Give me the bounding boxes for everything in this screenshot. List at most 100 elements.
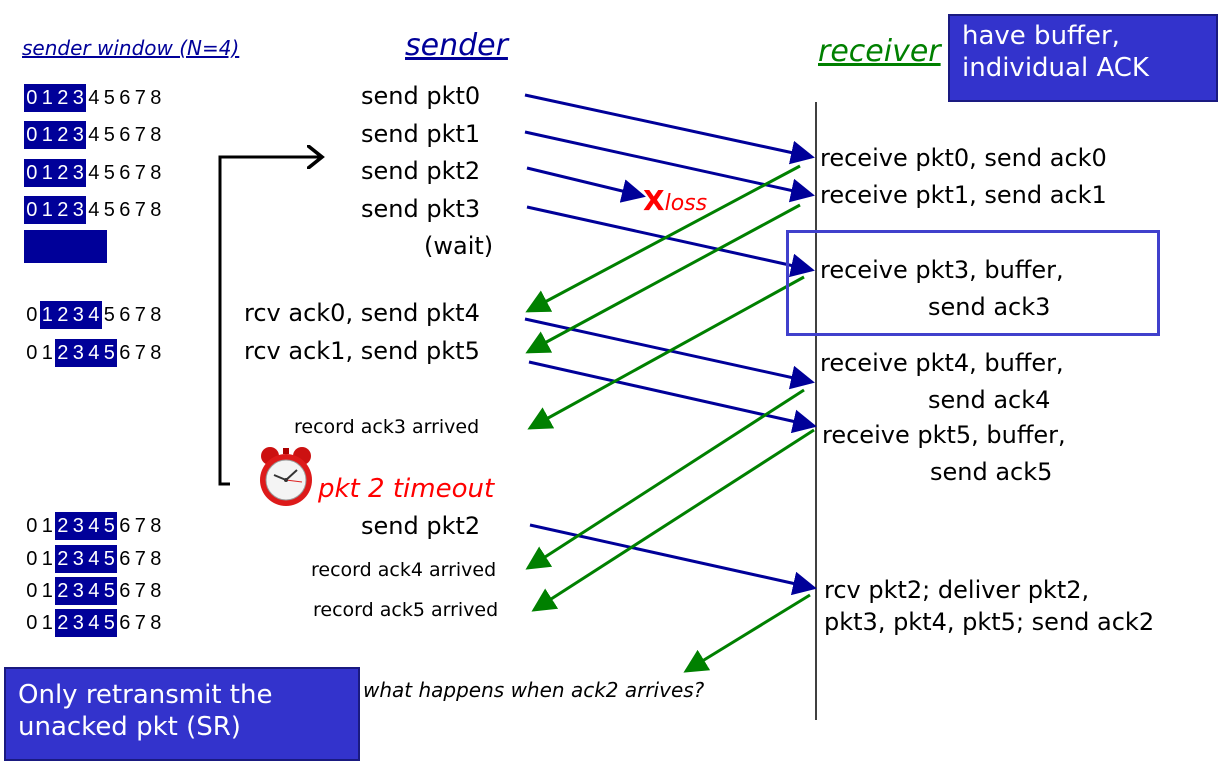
seq-number: 3 [70, 84, 86, 112]
seq-number: 0 [26, 342, 38, 364]
seq-number: 7 [134, 342, 146, 364]
arrow-ack4 [525, 388, 805, 570]
seq-number: 7 [134, 304, 146, 326]
seq-number: 4 [86, 301, 102, 329]
sr-callout-line2: unacked pkt (SR) [18, 712, 241, 742]
receiver-recv-pkt2-line2: pkt3, pkt4, pkt5; send ack2 [824, 608, 1155, 636]
seq-number: 8 [150, 342, 162, 364]
seq-number: 5 [101, 545, 117, 573]
arrow-ack2 [683, 593, 811, 673]
seq-number: 8 [150, 612, 162, 634]
seq-number: 3 [70, 339, 86, 367]
seq-number: 7 [134, 515, 146, 537]
seq-number: 6 [119, 304, 131, 326]
seq-number: 7 [134, 199, 146, 221]
seq-number: 8 [150, 515, 162, 537]
seq-number: 0 [26, 515, 38, 537]
buffer-callout: have buffer, individual ACK [948, 14, 1218, 102]
seq-number: 3 [70, 301, 86, 329]
arrow-ack0 [525, 164, 801, 313]
receiver-recv-pkt5-line2: send ack5 [930, 458, 1053, 486]
receiver-recv-pkt1: receive pkt1, send ack1 [820, 181, 1107, 209]
seq-number: 6 [119, 342, 131, 364]
seq-number: 0 [24, 196, 40, 224]
seq-number: 7 [134, 612, 146, 634]
seq-number: 5 [103, 304, 115, 326]
sender-record-ack3: record ack3 arrived [294, 416, 480, 438]
seq-number: 4 [88, 87, 100, 109]
loss-label: loss [664, 191, 708, 216]
timeout-bracket [218, 157, 322, 486]
arrow-pkt0 [524, 93, 815, 165]
seq-number: 3 [70, 159, 86, 187]
arrow-ack5 [531, 428, 815, 612]
seq-number: 7 [134, 548, 146, 570]
seq-number: 2 [55, 339, 71, 367]
arrow-ack3 [527, 275, 805, 430]
pkt3-highlight-box [786, 230, 1160, 336]
seq-number: 2 [55, 545, 71, 573]
seq-number: 8 [150, 580, 162, 602]
seq-number: 1 [41, 612, 53, 634]
arrow-ack1 [525, 203, 801, 354]
seq-number: 2 [55, 577, 71, 605]
seq-number: 7 [134, 124, 146, 146]
seq-number: 1 [41, 342, 53, 364]
seq-number: 7 [134, 87, 146, 109]
seq-number: 3 [70, 609, 86, 637]
seq-number: 0 [26, 580, 38, 602]
seq-number: 6 [119, 548, 131, 570]
seq-number: 4 [86, 545, 102, 573]
empty-window-block [24, 230, 107, 263]
seq-number: 4 [86, 512, 102, 540]
receiver-recv-pkt4-line1: receive pkt4, buffer, [820, 349, 1064, 377]
sender-rcv-ack0: rcv ack0, send pkt4 [244, 299, 480, 327]
seq-number: 6 [119, 612, 131, 634]
seq-number: 5 [103, 87, 115, 109]
sender-header: sender [405, 28, 508, 63]
sender-wait: (wait) [424, 232, 494, 260]
alarm-clock-icon [260, 447, 312, 506]
seq-number: 2 [55, 121, 71, 149]
seq-number: 8 [150, 124, 162, 146]
sender-send-pkt0: send pkt0 [361, 82, 481, 110]
seq-number: 4 [86, 339, 102, 367]
seq-number: 8 [150, 162, 162, 184]
seq-number: 8 [150, 87, 162, 109]
seq-number: 4 [86, 577, 102, 605]
seq-number: 8 [150, 304, 162, 326]
sr-callout-line1: Only retransmit the [18, 680, 273, 710]
ack2-question: what happens when ack2 arrives? [363, 678, 705, 702]
seq-number: 2 [55, 159, 71, 187]
seq-number: 3 [70, 512, 86, 540]
sender-rcv-ack1: rcv ack1, send pkt5 [244, 337, 480, 365]
seq-number: 4 [88, 162, 100, 184]
seq-number: 1 [39, 84, 55, 112]
seq-number: 3 [70, 545, 86, 573]
seq-number: 2 [55, 301, 71, 329]
receiver-recv-pkt4-line2: send ack4 [928, 386, 1051, 414]
timeout-label: pkt 2 timeout [318, 474, 495, 504]
seq-number: 1 [39, 121, 55, 149]
sender-send-pkt3: send pkt3 [361, 195, 481, 223]
seq-number: 1 [39, 301, 55, 329]
sender-send-pkt1: send pkt1 [361, 120, 481, 148]
receiver-recv-pkt3-line2: send ack3 [928, 293, 1051, 321]
receiver-recv-pkt2-line1: rcv pkt2; deliver pkt2, [824, 576, 1090, 604]
seq-number: 5 [103, 124, 115, 146]
seq-number: 6 [119, 87, 131, 109]
seq-number: 1 [39, 196, 55, 224]
seq-number: 1 [41, 548, 53, 570]
seq-number: 1 [41, 580, 53, 602]
seq-number: 4 [86, 609, 102, 637]
sender-window-header: sender window (N=4) [22, 36, 240, 60]
seq-number: 4 [88, 199, 100, 221]
